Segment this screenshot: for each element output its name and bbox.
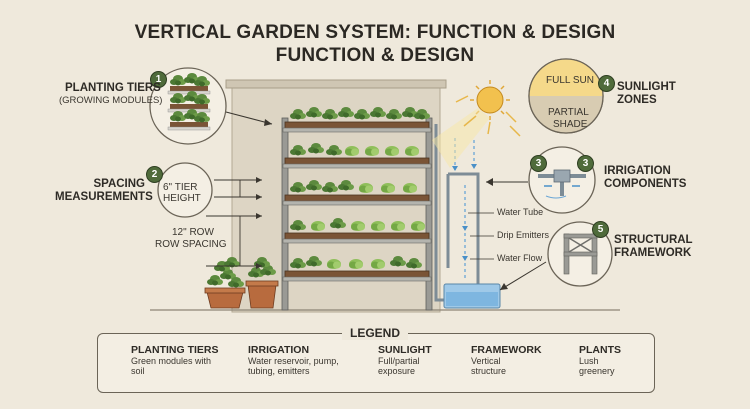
drip-emitters-label: Drip Emitters	[497, 230, 550, 240]
planting-tiers-label: PLANTING TIERS	[65, 82, 161, 94]
tier-height-label: 6" TIER HEIGHT	[163, 182, 201, 204]
spacing-label-1: SPACING	[93, 178, 145, 190]
spacing-detail-circle	[157, 162, 213, 218]
legend-item-planting-desc1: Green modules with	[131, 356, 212, 366]
callout-badge-4: 4	[598, 75, 615, 92]
legend-item-plants-head: PLANTS	[579, 344, 621, 356]
potted-plants	[204, 257, 279, 309]
sun-icon	[470, 80, 510, 120]
irrigation-label-2: COMPONENTS	[604, 178, 687, 190]
full-sun-label: FULL SUN	[546, 75, 594, 86]
legend-title: LEGEND	[0, 326, 750, 340]
structure-label-2: FRAMEWORK	[614, 247, 692, 259]
page-title: VERTICAL GARDEN SYSTEM: FUNCTION & DESIG…	[134, 22, 616, 43]
tiers-detail-circle	[149, 67, 227, 145]
row-spacing-label-1: 12" ROW	[172, 227, 214, 238]
callout-badge-3a: 3	[530, 155, 547, 172]
structure-label-1: STRUCTURAL	[614, 234, 693, 246]
legend-title-text: LEGEND	[341, 326, 408, 340]
legend-item-sunlight-desc2: exposure	[378, 366, 416, 376]
legend-item-framework-head: FRAMEWORK	[471, 344, 542, 356]
shelf-framework	[281, 117, 433, 311]
partial-shade-label-2: SHADE	[553, 119, 588, 130]
spacing-label-2: MEASUREMENTS	[55, 191, 153, 203]
irrigation-label-1: IRRIGATION	[604, 165, 671, 177]
sunlight-label-2: ZONES	[617, 94, 657, 106]
callout-badge-2: 2	[146, 166, 163, 183]
legend-item-irrigation-desc1: Water reservoir, pump,	[248, 356, 339, 366]
water-tube-label: Water Tube	[497, 207, 544, 217]
sunlight-label-1: SUNLIGHT	[617, 81, 676, 93]
row-spacing-label-2: ROW SPACING	[155, 239, 227, 250]
page-subtitle: FUNCTION & DESIGN	[275, 45, 475, 66]
legend-item-irrigation-head: IRRIGATION	[248, 344, 310, 356]
water-flow-label: Water Flow	[497, 253, 543, 263]
legend-item-irrigation-desc2: tubing, emitters	[248, 366, 310, 376]
callout-badge-1: 1	[150, 71, 167, 88]
legend-item-sunlight-head: SUNLIGHT	[378, 344, 432, 356]
legend-item-framework-desc2: structure	[471, 366, 507, 376]
legend-item-sunlight-desc1: Full/partial	[378, 356, 420, 366]
legend-item-plants-desc1: Lush	[579, 356, 599, 366]
planting-tiers	[282, 121, 432, 282]
legend-box	[97, 333, 655, 393]
callout-badge-3b: 3	[577, 155, 594, 172]
sunlight-zones-circle	[528, 58, 604, 134]
planting-tiers-sub: (GROWING MODULES)	[59, 95, 163, 106]
legend-item-planting-head: PLANTING TIERS	[131, 344, 219, 356]
partial-shade-label-1: PARTIAL	[548, 107, 589, 118]
legend-item-framework-desc1: Vertical	[471, 356, 501, 366]
callout-badge-5: 5	[592, 221, 609, 238]
legend-item-plants-desc2: greenery	[579, 366, 615, 376]
legend-item-planting-desc2: soil	[131, 366, 145, 376]
